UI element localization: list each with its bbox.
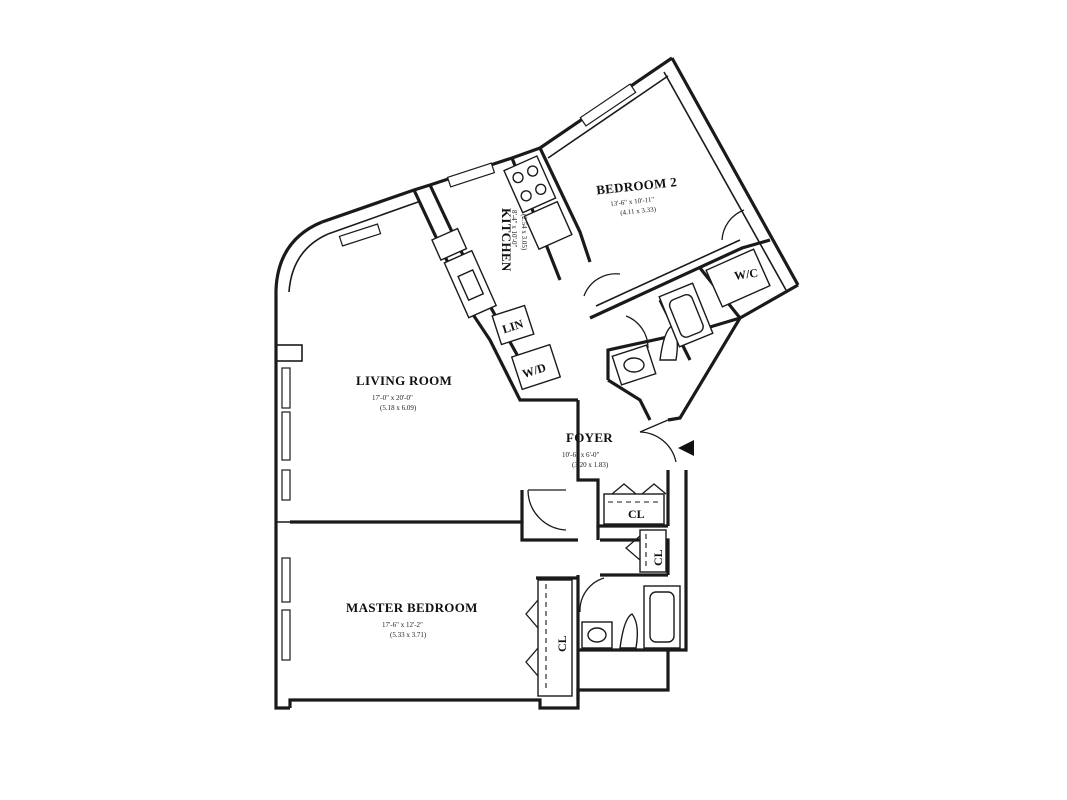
living-room-name: LIVING ROOM (356, 373, 452, 388)
kitchen-metric: (2.54 x 3.05) (520, 214, 528, 251)
master-bedroom-name: MASTER BEDROOM (346, 600, 478, 615)
kitchen-dim: 8'-4" x 10'-0" (510, 210, 518, 248)
foyer-metric: (3.20 x 1.83) (572, 461, 609, 469)
closet-master-label: CL (555, 635, 569, 652)
master-bedroom-dim: 17'-6" x 12'-2" (382, 621, 423, 629)
door-master (527, 489, 567, 531)
closets (525, 483, 667, 697)
closet-hall (639, 529, 667, 573)
bedroom2-name: BEDROOM 2 (595, 174, 677, 197)
foyer-name: FOYER (566, 430, 613, 445)
walk-in-closet-label: W/C (733, 266, 759, 283)
linen-label: LIN (500, 316, 525, 336)
entry-arrow-icon (678, 440, 694, 456)
door-wc (721, 209, 745, 241)
closet-hall-label: CL (651, 549, 665, 566)
closet-foyer (603, 493, 665, 525)
kitchen-name: KITCHEN (499, 208, 514, 272)
closet-foyer-label: CL (628, 507, 645, 521)
kitchen-fixtures (431, 155, 573, 391)
bedroom2-metric: (4.11 x 3.33) (620, 205, 657, 217)
living-room-metric: (5.18 x 6.09) (380, 404, 417, 412)
room-labels: LIVING ROOM 17'-0" x 20'-0" (5.18 x 6.09… (346, 174, 678, 639)
bath-fixtures (581, 248, 771, 649)
master-bedroom-metric: (5.33 x 3.71) (390, 631, 427, 639)
windows (281, 83, 637, 661)
door-bath2 (625, 315, 649, 349)
door-master-bath (579, 577, 605, 613)
closet-master (537, 579, 573, 697)
washer-dryer (510, 343, 562, 391)
doors (527, 209, 745, 613)
living-room-dim: 17'-0" x 20'-0" (372, 394, 413, 402)
door-entry (639, 431, 677, 463)
linen-closet (491, 304, 535, 346)
door-bedroom2 (583, 273, 621, 297)
foyer-dim: 10'-6" x 6'-0" (562, 451, 600, 459)
